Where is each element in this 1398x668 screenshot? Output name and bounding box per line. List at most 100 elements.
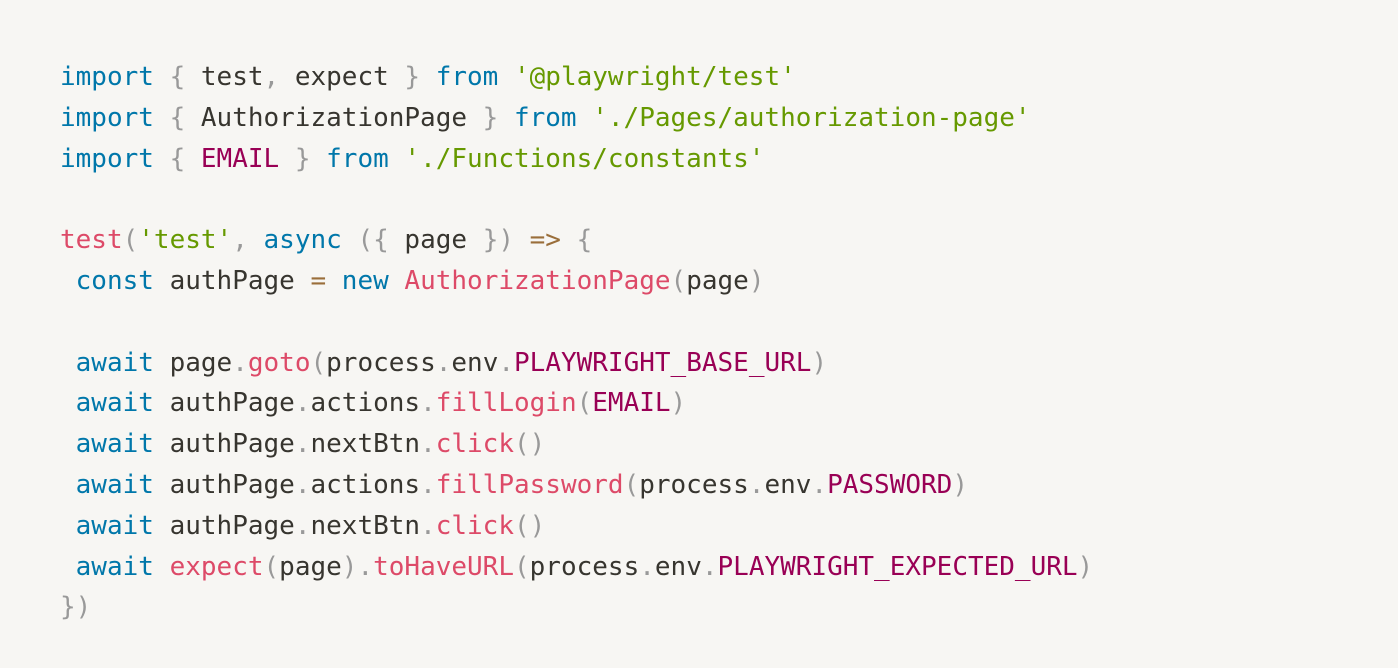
code-token-str: './Functions/constants' [404,143,765,174]
code-token-punc: }) [60,592,92,623]
code-token-punc: . [232,347,248,378]
code-token-punc: ( [310,347,327,378]
code-token-plain: AuthorizationPage [185,102,483,133]
code-token-punc: . [420,429,436,460]
code-token-plain: page [153,347,233,378]
code-token-kw: from [326,143,389,174]
code-token-plain [498,103,514,133]
code-token-plain [154,552,170,582]
code-token-punc: , [232,225,248,256]
code-token-kw: await [75,510,154,541]
code-token-plain: process [639,469,749,500]
code-line: }) [60,587,1398,628]
code-token-punc: } [294,143,311,174]
code-token-punc: ) [952,469,968,500]
code-token-plain: nextBtn [310,429,421,460]
code-token-plain: page [279,551,342,582]
code-line: test('test', async ({ page }) => { [60,220,1398,261]
code-token-punc: ) [1077,551,1094,582]
code-token-const: PLAYWRIGHT_BASE_URL [514,347,812,378]
code-token-plain [498,62,514,92]
code-line: await page.goto(process.env.PLAYWRIGHT_B… [60,343,1398,384]
code-token-plain [60,429,76,459]
code-token-plain: process [529,551,640,582]
code-token-kw: import [60,102,154,133]
code-token-plain [561,225,577,255]
code-token-plain [154,103,170,133]
code-token-plain [60,266,76,296]
code-token-str: './Pages/authorization-page' [592,102,1031,133]
code-token-kw: import [60,143,154,174]
code-token-plain [60,552,76,582]
code-token-plain: env [654,551,702,582]
code-token-punc: . [420,469,436,500]
code-token-kw: async [263,225,342,256]
code-token-fn: AuthorizationPage [404,265,671,296]
code-token-kw: await [75,429,154,460]
code-token-punc: { [169,143,186,174]
code-token-plain [389,266,405,296]
code-line [60,302,1398,343]
code-token-punc: ) [670,388,687,419]
code-token-fn: toHaveURL [373,551,514,582]
code-token-plain: process [326,347,436,378]
code-token-punc: . [748,469,765,500]
code-token-punc: ( [670,265,687,296]
code-line: import { AuthorizationPage } from './Pag… [60,98,1398,139]
code-token-punc: ( [514,551,530,582]
code-token-plain [514,225,530,255]
code-token-str: '@playwright/test' [514,62,796,92]
code-token-punc: . [639,551,655,582]
code-line: await authPage.nextBtn.click() [60,424,1398,465]
code-token-punc: . [420,510,436,541]
code-token-str: 'test' [138,225,233,256]
code-token-punc: ( [623,469,640,500]
code-token-plain [60,348,76,378]
code-token-plain: env [764,469,812,500]
code-token-punc: , [263,62,280,92]
code-token-punc: . [357,551,374,582]
code-token-plain: actions [310,469,421,500]
code-token-punc: . [701,551,718,582]
code-token-punc: . [294,510,311,541]
code-line: const authPage = new AuthorizationPage(p… [60,261,1398,302]
code-token-punc: } [404,62,421,92]
code-token-punc: } [482,102,499,133]
code-token-punc: { [169,102,186,133]
code-token-plain: authPage [153,469,295,500]
code-token-plain: nextBtn [310,510,421,541]
code-token-kw: new [341,265,389,296]
code-token-plain [577,103,593,133]
code-token-plain [342,225,358,255]
code-token-plain: actions [310,388,421,419]
code-token-punc: . [294,388,311,419]
code-token-kw: from [513,102,577,133]
code-token-punc: . [811,469,828,500]
code-token-punc: ({ [357,225,389,256]
code-token-punc: ) [748,265,765,296]
code-token-const: PASSWORD [827,469,953,500]
code-token-punc: ( [576,388,593,419]
code-token-punc: () [514,429,546,460]
code-token-punc: . [294,469,311,500]
code-token-plain: page [686,265,749,296]
code-token-punc: . [498,347,515,378]
code-token-punc: }) [482,225,514,256]
code-token-fn: click [435,510,514,541]
code-token-plain [420,62,436,92]
code-line: await expect(page).toHaveURL(process.env… [60,547,1398,588]
code-token-fn: fillPassword [435,469,624,500]
code-token-fn: fillLogin [435,388,577,419]
code-token-const: PLAYWRIGHT_EXPECTED_URL [717,551,1078,582]
code-line: await authPage.actions.fillPassword(proc… [60,465,1398,506]
code-token-plain: authPage [153,429,295,460]
code-token-punc: ) [341,551,358,582]
code-token-fn: expect [169,551,264,582]
code-token-punc: ( [263,551,280,582]
code-token-plain [60,470,76,500]
code-line: import { EMAIL } from './Functions/const… [60,139,1398,180]
code-token-kw: await [75,388,154,419]
code-token-plain: authPage [153,388,295,419]
code-token-fn: test [60,225,123,256]
